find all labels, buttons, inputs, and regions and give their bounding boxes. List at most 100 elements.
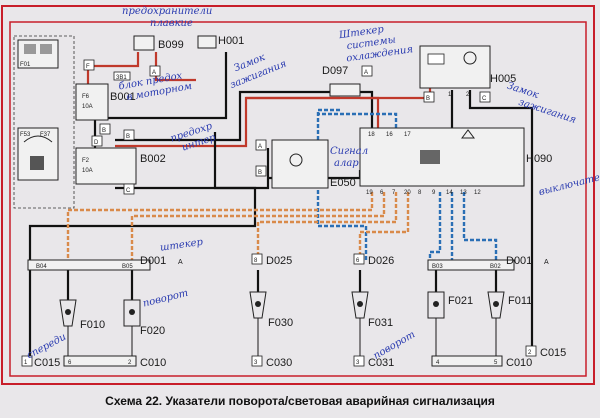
note-7-line-2: алар [334, 158, 359, 169]
note-1-line-1: предохранители [122, 6, 212, 17]
relay-block-label-f53: F53 [20, 132, 31, 138]
pin-h005-b-label: B [426, 96, 430, 102]
label-c031: C031 [368, 357, 394, 369]
lamp-f021-filament [433, 301, 439, 307]
component-h001 [197, 35, 217, 49]
label-h005: H005 [490, 73, 516, 85]
fuse-b002-name: F2 [82, 158, 90, 164]
pin-h005-c [479, 91, 491, 103]
connector-tag-b02: B02 [490, 264, 501, 270]
label-f031: F031 [368, 317, 393, 329]
handwritten-note-ignition-2: Замок зажигания [506, 81, 578, 126]
relay-block-label-f37: F37 [40, 132, 51, 138]
label-b002: B002 [140, 153, 166, 165]
relay-block-label-f01: F01 [20, 62, 31, 68]
fuse-b001-name: F6 [82, 94, 90, 100]
gauge-symbol [23, 135, 53, 143]
h005-symbol-1 [427, 53, 445, 65]
note-1-line-2: плавкие [150, 18, 193, 29]
label-f011: F011 [508, 295, 532, 307]
pin-d025-label: 8 [254, 258, 258, 264]
connector-tag-b04: B04 [36, 264, 47, 270]
relay-number-tag [113, 71, 131, 81]
lamp-f031-body [351, 291, 369, 319]
h090-bot-pin-7: 13 [460, 190, 467, 196]
lamp-f031-filament [357, 301, 363, 307]
label-d001-right: D001 [506, 255, 532, 267]
connector-tag-b05: B05 [122, 264, 133, 270]
label-e050: E050 [330, 177, 356, 189]
lamp-f020 [123, 299, 141, 327]
pin-d097-a-label: A [364, 70, 368, 76]
wire-black-b002-c [115, 186, 257, 205]
relay-symbol-1 [24, 44, 36, 54]
connector-d001-right [427, 259, 515, 271]
pin-b002-b-label: B [126, 134, 130, 140]
lamp-f010-body [59, 299, 77, 327]
label-c015-right: C015 [540, 347, 566, 359]
label-b001: B001 [110, 91, 136, 103]
h090-bot-pin-1: 6 [380, 190, 384, 196]
lamp-f010 [59, 299, 77, 327]
h090-bot-pin-3: 20 [404, 190, 411, 196]
pin-fuse-d-label: D [94, 140, 99, 146]
note-12: поворот [372, 329, 418, 362]
pin-h005-1: 1 [448, 92, 452, 98]
pin-c010-right-b: 5 [494, 360, 498, 366]
pin-c031-label: 3 [356, 360, 360, 366]
label-b099: B099 [158, 39, 184, 51]
label-c015-left: C015 [34, 357, 60, 369]
wire-black-top [115, 90, 340, 142]
lamp-f030-body [249, 291, 267, 319]
diagram-caption: Схема 22. Указатели поворота/световая ав… [105, 394, 495, 408]
note-5-line-2: зажигания [517, 97, 577, 126]
pin-b001-b-label: B [102, 128, 106, 134]
lamp-f031 [351, 291, 369, 319]
connector-c010-left [63, 355, 137, 367]
component-h005 [419, 45, 491, 89]
relay-number: 3B1 [116, 75, 127, 81]
lamp-f010-filament [65, 309, 71, 315]
pin-c031 [353, 355, 365, 367]
pin-c015-left-label: 1 [24, 360, 28, 366]
lamp-f021-body [427, 291, 445, 319]
pin-c015-left [21, 355, 33, 367]
lamp-f030 [249, 291, 267, 319]
label-f030: F030 [268, 317, 293, 329]
fuse-b001-rating: 10A [82, 104, 93, 110]
label-d001-left-tag: A [178, 259, 183, 266]
h090-bot-pin-8: 12 [474, 190, 481, 196]
pin-b001-b [99, 123, 111, 135]
connector-d001-left [27, 259, 151, 271]
gauge-block [30, 156, 44, 170]
label-d001-right-tag: A [544, 259, 549, 266]
component-h090 [359, 127, 525, 187]
pin-e050-a-label: A [258, 144, 262, 150]
pin-d026-label: 6 [356, 258, 360, 264]
lamp-f011-filament [493, 301, 499, 307]
pin-h005-b [423, 91, 435, 103]
wire-blue-f011 [462, 192, 498, 262]
h090-bottom-pins: 19 6 7 20 8 9 14 13 12 [366, 190, 481, 196]
handwritten-note-fuse-interior: предохр интер [169, 121, 217, 154]
wire-orange-f031 [358, 192, 410, 262]
frame-inner [9, 21, 587, 377]
label-d001-left: D001 [140, 255, 166, 267]
label-d026: D026 [368, 255, 394, 267]
fuse-b001 [75, 83, 109, 121]
lamp-f020-body [123, 299, 141, 327]
wire-red-b099-2 [154, 52, 196, 82]
pin-fuse-d [91, 135, 103, 147]
pin-b099-a [149, 65, 161, 77]
h090-bot-pin-2: 7 [392, 190, 396, 196]
connector-tag-b03: B03 [432, 264, 443, 270]
frame-outer [1, 5, 595, 385]
wire-black-c015-right [468, 90, 534, 350]
pin-b002-c [123, 183, 135, 195]
label-f010: F010 [80, 319, 105, 331]
wire-red-b099 [86, 52, 140, 100]
wire-black-h001 [95, 52, 228, 120]
pin-c030 [251, 355, 263, 367]
h090-top-pin-1: 16 [386, 132, 393, 138]
